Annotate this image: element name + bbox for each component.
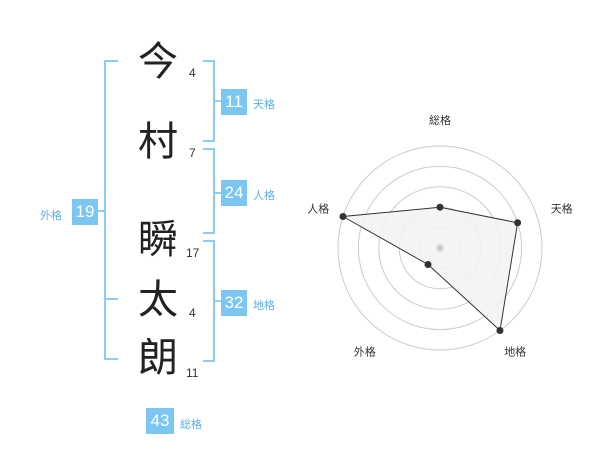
name-char-2: 村 <box>138 119 178 165</box>
radar-point-4 <box>424 261 432 269</box>
radar-center-dot <box>436 244 444 252</box>
name-char-3: 瞬 <box>138 217 178 263</box>
radar-point-2 <box>514 219 522 227</box>
name-char-5: 朗 <box>138 335 178 381</box>
stroke-count-3: 17 <box>186 246 200 260</box>
radar-point-3 <box>496 327 504 335</box>
chikaku-label: 地格 <box>253 299 275 312</box>
jinkaku-bracket <box>203 148 215 234</box>
tenkaku-badge: 11 <box>221 89 247 115</box>
stroke-count-4: 4 <box>189 306 196 320</box>
stroke-count-2: 7 <box>189 146 196 160</box>
radar-axis-label-4: 外格 <box>354 345 376 359</box>
gaikaku-bracket-tick <box>104 298 118 300</box>
tenkaku-connector <box>215 100 221 102</box>
radar-axis-label-1: 総格 <box>429 113 451 127</box>
radar-point-1 <box>436 203 444 211</box>
radar-point-5 <box>339 212 347 220</box>
gaikaku-label: 外格 <box>40 209 62 222</box>
tenkaku-label: 天格 <box>253 98 275 111</box>
radar-axis-label-5: 人格 <box>307 201 329 215</box>
radar-axis-label-3: 地格 <box>504 345 526 359</box>
stroke-count-1: 4 <box>189 66 196 80</box>
gaikaku-badge: 19 <box>72 199 98 225</box>
radar-ring-4 <box>357 165 523 331</box>
gaikaku-connector <box>98 210 106 212</box>
tenkaku-bracket <box>203 60 215 142</box>
chikaku-bracket <box>203 240 215 362</box>
name-char-1: 今 <box>138 39 178 85</box>
jinkaku-connector <box>215 192 221 194</box>
soukaku-badge: 43 <box>146 408 174 434</box>
stroke-count-5: 11 <box>186 366 199 380</box>
chikaku-connector <box>215 300 221 302</box>
jinkaku-label: 人格 <box>253 189 275 202</box>
radar-ring-5 <box>337 145 543 351</box>
soukaku-label: 総格 <box>180 418 202 431</box>
radar-axis-label-2: 天格 <box>551 201 573 215</box>
name-char-4: 太 <box>138 277 178 323</box>
chikaku-badge: 32 <box>221 290 247 316</box>
radar-polygon <box>341 206 519 332</box>
jinkaku-badge: 24 <box>221 180 247 206</box>
